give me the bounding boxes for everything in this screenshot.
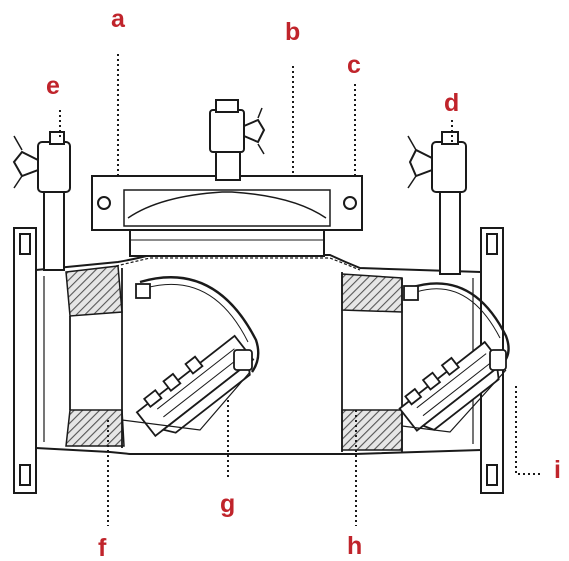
label-f: f [98,534,107,561]
label-g: g [220,490,235,518]
label-d: d [444,89,459,117]
label-a: a [111,5,126,33]
label-h: h [347,532,362,560]
left-flange [13,227,37,494]
right-pilot-valve [407,131,467,275]
label-i: i [554,456,561,484]
leader-i [515,386,540,475]
right-check-disc [398,282,510,433]
label-c: c [347,51,361,79]
top-cover [91,175,363,257]
chamber-walls [69,268,403,452]
left-check-disc [121,276,260,438]
leader-lines [59,54,540,526]
top-pilot-valve [209,99,266,181]
label-b: b [285,18,300,46]
label-e: e [46,72,60,100]
callout-labels: a b c d e f g h i [46,5,561,561]
left-pilot-valve [12,131,71,271]
